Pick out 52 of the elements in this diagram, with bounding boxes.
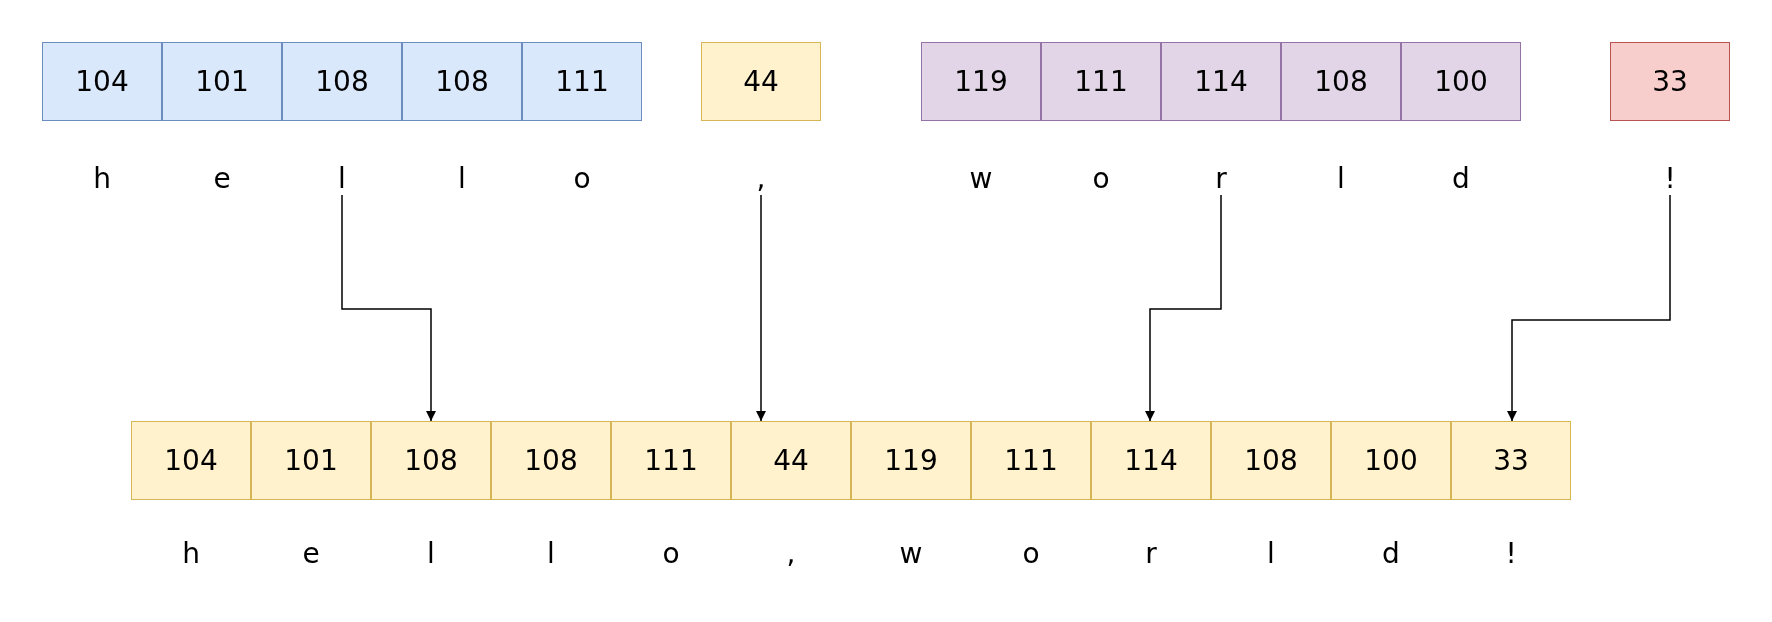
value-cell: 111: [522, 42, 642, 121]
character-label: ,: [771, 538, 811, 570]
value-cell: 111: [971, 421, 1091, 500]
character-label: e: [291, 538, 331, 570]
value-cell: 101: [251, 421, 371, 500]
value-cell: 101: [162, 42, 282, 121]
value-cell: 108: [371, 421, 491, 500]
character-label: r: [1131, 538, 1171, 570]
character-label: d: [1441, 163, 1481, 195]
value-cell: 114: [1161, 42, 1281, 121]
arrow: [756, 194, 766, 422]
value-cell: 108: [1281, 42, 1401, 121]
value-cell: 111: [611, 421, 731, 500]
value-cell: 108: [1211, 421, 1331, 500]
character-label: l: [1251, 538, 1291, 570]
value-cell: 33: [1451, 421, 1571, 500]
arrow: [1507, 194, 1671, 422]
character-label: w: [891, 538, 931, 570]
value-cell: 108: [402, 42, 522, 121]
value-cell: 111: [1041, 42, 1161, 121]
arrow: [341, 194, 436, 422]
value-cell: 119: [851, 421, 971, 500]
value-cell: 108: [491, 421, 611, 500]
value-cell: 108: [282, 42, 402, 121]
value-cell: 44: [731, 421, 851, 500]
character-label: d: [1371, 538, 1411, 570]
value-cell: 104: [42, 42, 162, 121]
character-label: o: [562, 163, 602, 195]
character-label: l: [531, 538, 571, 570]
character-label: h: [82, 163, 122, 195]
value-cell: 100: [1401, 42, 1521, 121]
character-label: o: [1011, 538, 1051, 570]
value-cell: 33: [1610, 42, 1730, 121]
character-label: o: [651, 538, 691, 570]
character-label: l: [411, 538, 451, 570]
value-cell: 100: [1331, 421, 1451, 500]
character-label: r: [1201, 163, 1241, 195]
character-label: l: [322, 163, 362, 195]
character-label: l: [1321, 163, 1361, 195]
character-label: ,: [741, 163, 781, 195]
character-label: !: [1491, 538, 1531, 570]
character-label: !: [1650, 163, 1690, 195]
arrow: [1145, 194, 1222, 422]
value-cell: 44: [701, 42, 821, 121]
value-cell: 119: [921, 42, 1041, 121]
character-label: o: [1081, 163, 1121, 195]
character-label: w: [961, 163, 1001, 195]
value-cell: 104: [131, 421, 251, 500]
character-label: h: [171, 538, 211, 570]
character-label: l: [442, 163, 482, 195]
value-cell: 114: [1091, 421, 1211, 500]
character-label: e: [202, 163, 242, 195]
